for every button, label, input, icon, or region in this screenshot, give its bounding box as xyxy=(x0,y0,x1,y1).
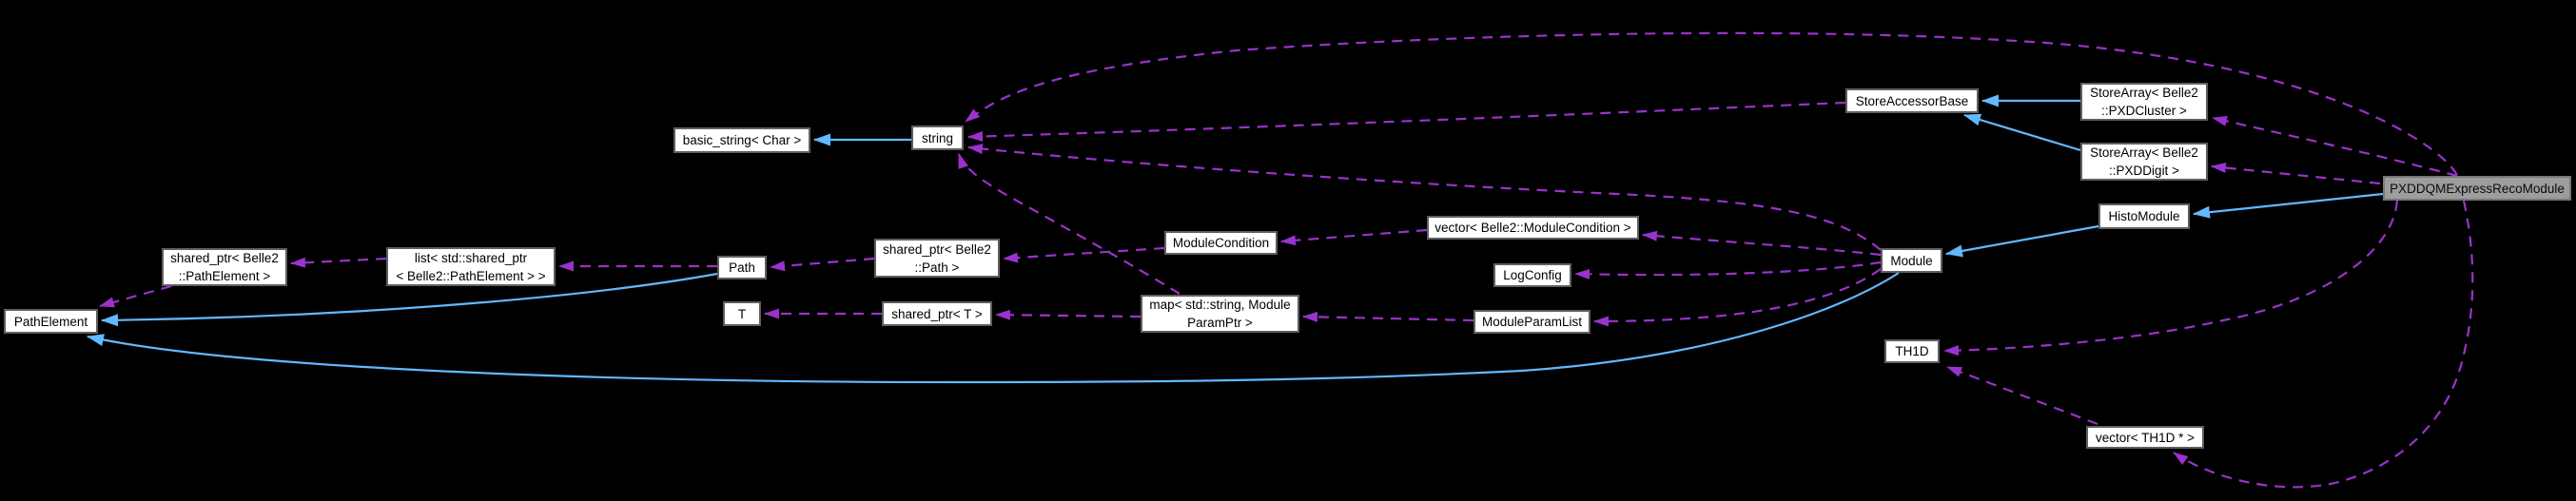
node-label: < Belle2::PathElement > > xyxy=(396,268,546,283)
edge-pxddqmexpressrecomodule-to-storearray-pxddigit xyxy=(2211,163,2381,185)
node-th1d[interactable]: TH1D xyxy=(1884,339,1940,363)
node-label: shared_ptr< Belle2 xyxy=(170,251,279,265)
edge-module-to-vector-modulecondition xyxy=(1642,230,1882,257)
node-histomodule[interactable]: HistoModule xyxy=(2098,203,2190,229)
node-label: ParamPtr > xyxy=(1187,316,1253,330)
node-label: shared_ptr< T > xyxy=(891,306,983,321)
edge-pxddqmexpressrecomodule-to-storearray-pxdcluster xyxy=(2212,115,2458,178)
node-label: T xyxy=(737,306,747,321)
edge-shared-ptr-path-to-path xyxy=(770,257,875,272)
node-label: PXDDQMExpressRecoModule xyxy=(2390,181,2565,196)
node-label: LogConfig xyxy=(1503,268,1562,282)
node-label: map< std::string, Module xyxy=(1149,298,1291,312)
edge-module-to-string xyxy=(967,144,1882,251)
node-shared-ptr-t[interactable]: shared_ptr< T > xyxy=(882,301,992,326)
node-storearray-pxddigit[interactable]: StoreArray< Belle2::PXDDigit > xyxy=(2080,143,2208,181)
edge-pxddqmexpressrecomodule-to-histomodule xyxy=(2193,192,2384,219)
node-label: basic_string< Char > xyxy=(682,133,802,147)
node-shared-ptr-pathelement[interactable]: shared_ptr< Belle2::PathElement > xyxy=(162,248,287,286)
edge-module-to-moduleparamlist xyxy=(1593,268,1882,327)
edge-store-accessor-base-to-string xyxy=(967,101,1846,143)
edge-shared-ptr-pathelement-to-pathelement xyxy=(99,284,172,308)
node-label: string xyxy=(921,130,953,145)
node-label: StoreAccessorBase xyxy=(1855,93,1969,108)
node-label: PathElement xyxy=(13,314,88,329)
edge-storearray-pxddigit-to-store-accessor-base xyxy=(1963,113,2081,152)
node-modulecondition[interactable]: ModuleCondition xyxy=(1164,231,1278,255)
node-store-accessor-base[interactable]: StoreAccessorBase xyxy=(1845,88,1979,113)
edge-map-to-shared-ptr-t xyxy=(995,309,1142,320)
edge-histomodule-to-module xyxy=(1945,224,2099,258)
node-label: Path xyxy=(729,260,755,275)
node-basic-string[interactable]: basic_string< Char > xyxy=(673,127,810,153)
edge-pxddqmexpressrecomodule-to-th1d xyxy=(1943,200,2399,356)
node-label: ModuleCondition xyxy=(1172,236,1270,250)
node-storearray-pxdcluster[interactable]: StoreArray< Belle2::PXDCluster > xyxy=(2080,83,2208,121)
node-logconfig[interactable]: LogConfig xyxy=(1493,263,1571,287)
edge-pxddqmexpressrecomodule-to-string xyxy=(965,31,2458,176)
node-pxddqmexpressrecomodule: PXDDQMExpressRecoModule xyxy=(2383,176,2571,201)
node-moduleparamlist[interactable]: ModuleParamList xyxy=(1473,310,1590,334)
node-label: vector< Belle2::ModuleCondition > xyxy=(1434,221,1631,235)
node-label: vector< TH1D * > xyxy=(2095,430,2195,445)
node-list-shared-ptr-pathelement[interactable]: list< std::shared_ptr< Belle2::PathEleme… xyxy=(386,247,556,286)
node-path[interactable]: Path xyxy=(717,256,767,279)
edge-pxddqmexpressrecomodule-to-vector-th1d xyxy=(2173,200,2474,489)
edge-map-to-string xyxy=(957,153,1181,295)
node-label: list< std::shared_ptr xyxy=(414,250,528,265)
node-vector-modulecondition[interactable]: vector< Belle2::ModuleCondition > xyxy=(1427,216,1639,240)
edge-list-to-shared-ptr-pathelement xyxy=(290,257,387,268)
node-t[interactable]: T xyxy=(723,301,761,326)
edge-vector-th1d-to-th1d xyxy=(1946,365,2098,426)
edge-vector-modulecondition-to-modulecondition xyxy=(1280,228,1428,246)
node-shared-ptr-path[interactable]: shared_ptr< Belle2::Path > xyxy=(874,239,1000,278)
node-label: ::PXDCluster > xyxy=(2101,104,2187,118)
node-label: HistoModule xyxy=(2108,209,2180,223)
edge-module-to-logconfig xyxy=(1574,260,1882,279)
node-label: ::PathElement > xyxy=(178,269,271,283)
node-label: StoreArray< Belle2 xyxy=(2090,145,2198,160)
node-label: ::Path > xyxy=(914,260,960,275)
edge-path-to-pathelement xyxy=(101,272,718,327)
node-pathelement[interactable]: PathElement xyxy=(4,309,98,334)
node-module[interactable]: Module xyxy=(1881,248,1942,273)
node-vector-th1d[interactable]: vector< TH1D * > xyxy=(2086,426,2204,449)
edge-moduleparamlist-to-map xyxy=(1302,311,1474,322)
edge-modulecondition-to-shared-ptr-path xyxy=(1003,246,1165,263)
node-label: TH1D xyxy=(1895,344,1929,358)
node-label: Module xyxy=(1890,253,1933,268)
node-label: ::PXDDigit > xyxy=(2109,164,2179,178)
node-label: shared_ptr< Belle2 xyxy=(883,241,991,257)
edge-module-to-pathelement xyxy=(87,272,1900,384)
node-string[interactable]: string xyxy=(911,125,964,150)
node-label: StoreArray< Belle2 xyxy=(2090,86,2198,100)
node-label: ModuleParamList xyxy=(1481,315,1583,329)
